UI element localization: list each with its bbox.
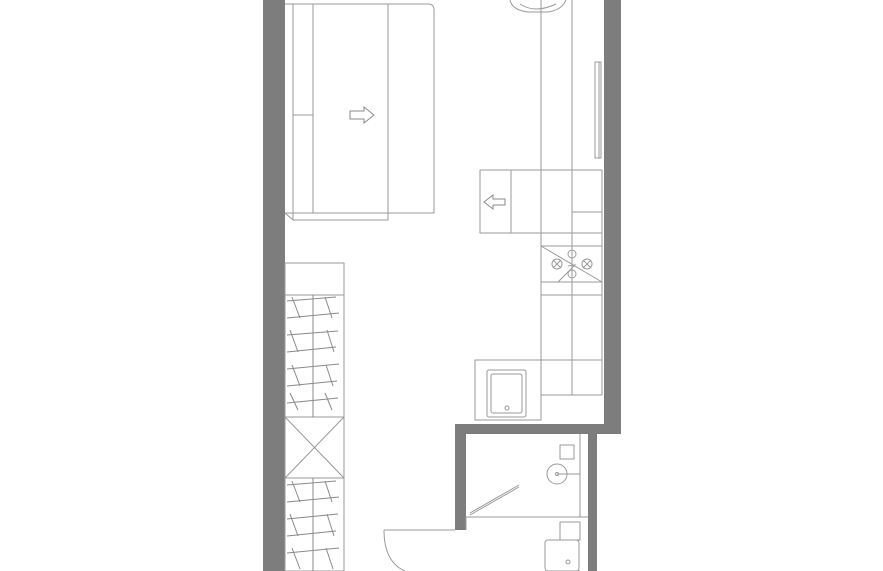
left-wall (263, 0, 285, 571)
sofa (284, 3, 435, 221)
storage-box (284, 416, 345, 479)
right-arrow-icon (349, 105, 375, 125)
entry-door (383, 529, 455, 571)
bathroom-left-wall (455, 424, 466, 530)
bathroom-right-wall (588, 432, 597, 571)
wardrobe-rails (286, 295, 340, 571)
walls (263, 0, 621, 571)
chair (509, 0, 567, 13)
washbasin (546, 444, 580, 485)
kitchen-counter (474, 0, 603, 421)
cooktop (540, 245, 603, 283)
bathroom-top-wall (455, 424, 621, 434)
shower (465, 484, 520, 530)
bathroom (466, 434, 588, 518)
tv-panel (594, 61, 602, 159)
left-arrow-icon (483, 193, 506, 211)
toilet-basin (544, 521, 581, 571)
right-wall (604, 0, 621, 432)
kitchen-sink (486, 369, 527, 418)
